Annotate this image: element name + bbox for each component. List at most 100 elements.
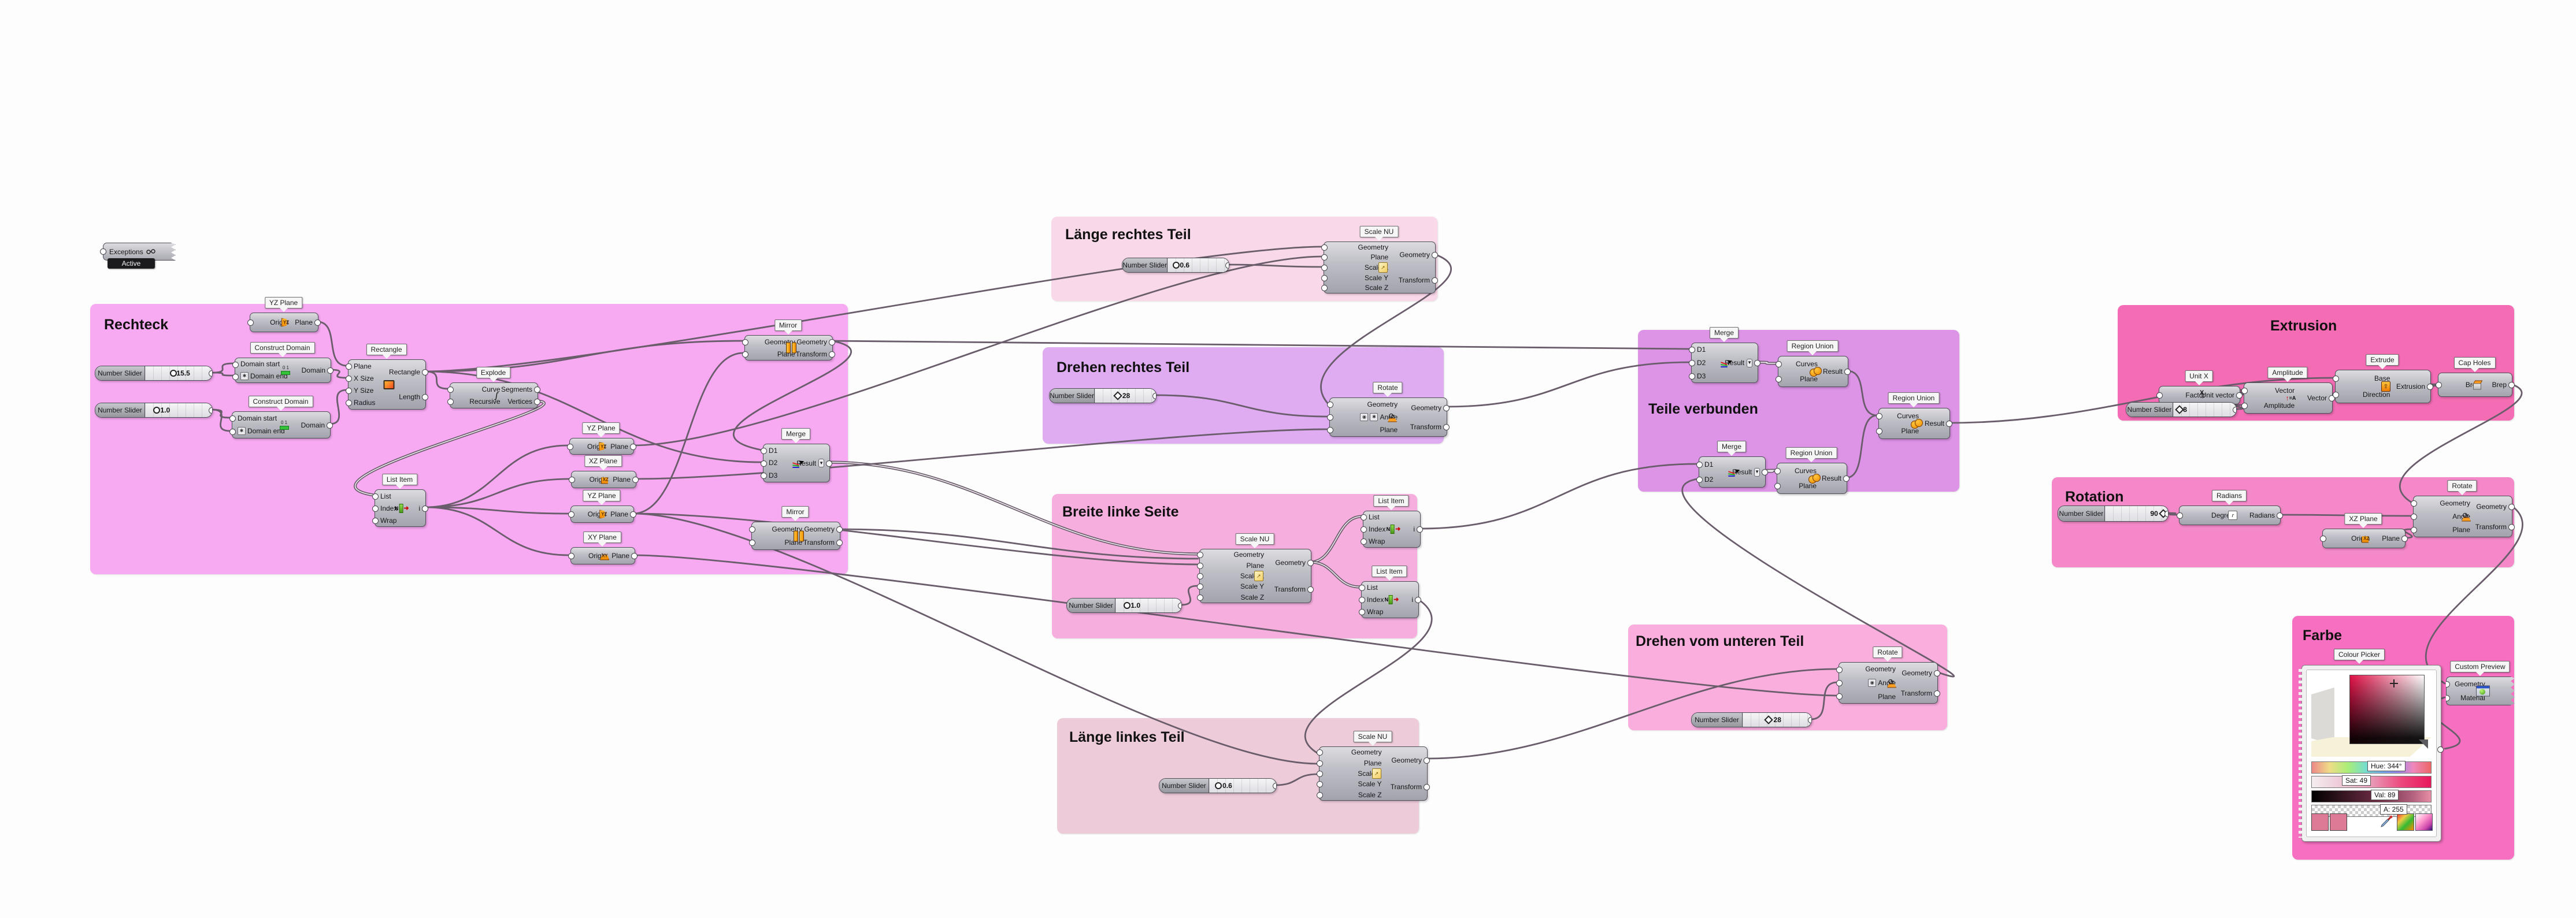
output-nub[interactable] (2277, 512, 2283, 519)
colour-swatch-current[interactable] (2311, 813, 2329, 831)
wire[interactable] (2425, 504, 2523, 685)
input-nub[interactable] (742, 339, 748, 345)
input-nub[interactable] (2156, 392, 2163, 399)
wire[interactable] (329, 369, 348, 379)
wire[interactable] (831, 340, 1691, 350)
output-nub[interactable] (2437, 746, 2444, 753)
input-nub[interactable] (372, 493, 379, 500)
slider-track[interactable]: 1.0 (144, 403, 212, 417)
output-nub[interactable] (2427, 384, 2433, 390)
input-nub[interactable] (1197, 552, 1203, 559)
output-nub[interactable] (1424, 784, 1430, 790)
output-nub[interactable] (2508, 523, 2515, 530)
wire[interactable] (328, 389, 348, 425)
wire[interactable] (1154, 394, 1329, 418)
input-nub[interactable] (1359, 597, 1365, 603)
flatten-icon[interactable]: ▼ (1747, 358, 1752, 367)
input-nub[interactable] (568, 553, 574, 559)
input-nub[interactable] (346, 400, 352, 407)
slider-grip[interactable] (169, 370, 177, 377)
output-nub[interactable] (1417, 526, 1423, 533)
slider-track[interactable]: 1.0 (1115, 599, 1181, 612)
wire[interactable] (2234, 404, 2244, 410)
input-nub[interactable] (1317, 781, 1323, 788)
output-nub[interactable] (1307, 560, 1314, 566)
wire[interactable] (424, 370, 450, 390)
wire[interactable] (733, 340, 852, 451)
input-nub[interactable] (1197, 583, 1203, 590)
input-nub[interactable] (1696, 462, 1703, 468)
input-nub[interactable] (2411, 514, 2417, 520)
input-nub[interactable] (346, 363, 352, 370)
input-nub[interactable] (1327, 402, 1333, 408)
input-nub[interactable] (2333, 376, 2339, 382)
output-nub[interactable] (1178, 603, 1181, 609)
input-nub[interactable] (761, 473, 767, 480)
input-nub[interactable] (372, 517, 379, 524)
wire[interactable] (2399, 383, 2523, 504)
wire[interactable] (632, 512, 1199, 566)
input-nub[interactable] (1317, 749, 1323, 756)
input-nub[interactable] (1317, 771, 1323, 777)
output-nub[interactable] (1152, 393, 1156, 399)
input-nub[interactable] (749, 526, 755, 533)
output-nub[interactable] (1844, 369, 1851, 375)
input-nub[interactable] (1776, 376, 1782, 382)
output-nub[interactable] (314, 319, 321, 326)
slider-track[interactable]: 28 (1095, 389, 1156, 403)
input-nub[interactable] (1836, 680, 1843, 686)
slider-track[interactable]: 0.6 (1167, 258, 1229, 272)
input-nub[interactable] (1321, 265, 1328, 271)
output-nub[interactable] (1273, 783, 1276, 789)
input-nub[interactable] (372, 505, 379, 512)
input-nub[interactable] (1321, 274, 1328, 281)
input-nub[interactable] (1317, 760, 1323, 767)
wire[interactable] (424, 340, 744, 373)
input-nub[interactable] (1689, 360, 1695, 366)
slider-grip[interactable] (1764, 715, 1773, 724)
input-nub[interactable] (247, 319, 254, 326)
output-nub[interactable] (829, 351, 835, 358)
output-nub[interactable] (1307, 586, 1314, 593)
output-nub[interactable] (632, 477, 639, 483)
output-nub[interactable] (1415, 597, 1421, 603)
input-nub[interactable] (1836, 693, 1843, 700)
input-nub[interactable] (761, 460, 767, 467)
colour-cube[interactable] (2311, 675, 2432, 757)
wire[interactable] (210, 371, 235, 377)
hsv-cube-icon[interactable] (2415, 813, 2433, 831)
input-nub[interactable] (2177, 512, 2183, 519)
input-nub[interactable] (1197, 594, 1203, 601)
output-nub[interactable] (422, 505, 428, 512)
wire[interactable] (2166, 512, 2179, 516)
flatten-icon[interactable]: ▼ (818, 459, 824, 467)
input-nub[interactable] (1321, 285, 1328, 292)
input-nub[interactable] (232, 373, 239, 380)
rgb-cube-icon[interactable] (2397, 813, 2414, 831)
wire[interactable] (1426, 668, 1839, 760)
output-nub[interactable] (422, 393, 428, 400)
output-nub[interactable] (1225, 262, 1229, 269)
slider-grip[interactable] (1113, 391, 1123, 400)
